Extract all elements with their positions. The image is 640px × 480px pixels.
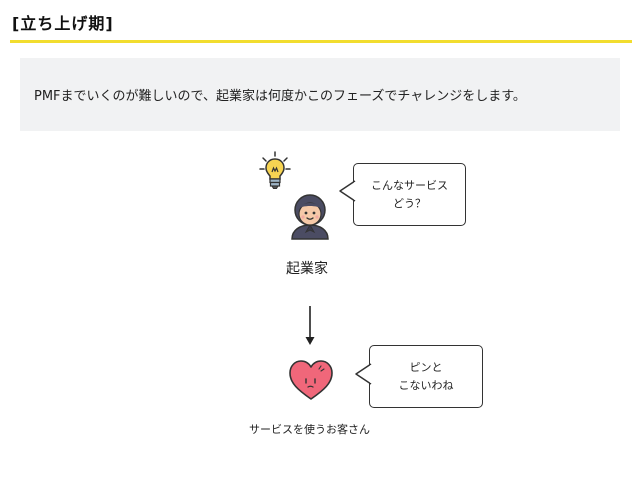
entrepreneur-bubble-tail — [339, 180, 357, 202]
customer-bubble-line1: ピンと — [409, 360, 443, 374]
entrepreneur-speech-bubble: こんなサービス どう？ — [353, 163, 466, 226]
entrepreneur-avatar-icon — [291, 194, 329, 240]
entrepreneur-label: 起業家 — [286, 261, 328, 277]
customer-bubble-line2: こないわね — [398, 378, 454, 392]
customer-label: サービスを使うお客さん — [249, 423, 370, 436]
down-arrow-icon — [305, 306, 315, 345]
customer-speech-bubble: ピンと こないわね — [369, 345, 483, 408]
customer-bubble-tail — [355, 363, 373, 385]
slide-title: [立ち上げ期] — [12, 14, 114, 33]
title-underline — [10, 40, 632, 43]
entrepreneur-bubble-line2: どう？ — [393, 196, 426, 210]
entrepreneur-bubble-line1: こんなサービス — [371, 178, 448, 192]
heart-face-icon — [289, 360, 333, 400]
banner-text: PMFまでいくのが難しいので、起業家は何度かこのフェーズでチャレンジをします。 — [34, 89, 526, 104]
message-banner: PMFまでいくのが難しいので、起業家は何度かこのフェーズでチャレンジをします。 — [20, 58, 620, 131]
lightbulb-icon — [259, 151, 291, 189]
